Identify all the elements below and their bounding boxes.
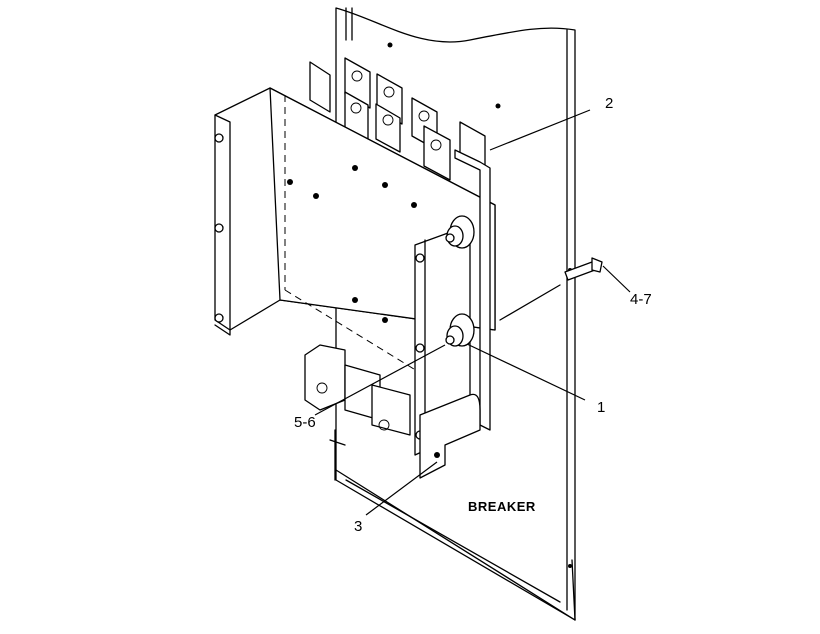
callout-5-6: 5-6 [294, 414, 316, 431]
clamp-blocks [304, 344, 411, 481]
lower-bracket [419, 393, 481, 479]
spacer-nuts [445, 215, 475, 347]
leader-lines [314, 109, 631, 516]
callout-1: 1 [597, 399, 605, 416]
callout-4-7: 4-7 [630, 291, 652, 308]
mounting-screw [499, 257, 603, 321]
vertical-bracket [414, 149, 491, 456]
terminal-lugs [309, 57, 486, 181]
callout-2: 2 [605, 95, 613, 112]
callout-3: 3 [354, 518, 362, 535]
breaker-label: BREAKER [468, 499, 536, 514]
